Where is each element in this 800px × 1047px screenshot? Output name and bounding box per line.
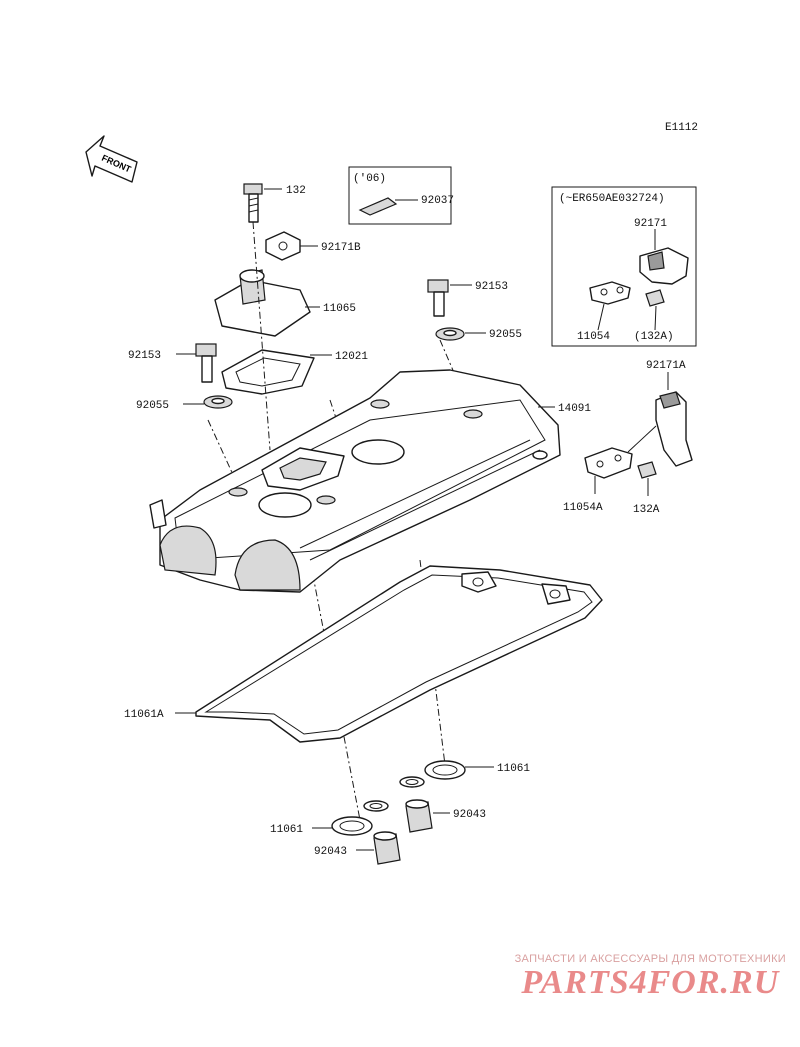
inset-06-title: ('06): [353, 173, 386, 185]
inset-er-title: (~ER650AE032724): [559, 193, 665, 205]
inset-er650ae: (~ER650AE032724) 92171 11054 (132A): [551, 186, 697, 347]
collar-92043-right: 92043: [405, 799, 486, 833]
bracket-92171b: 92171B: [265, 231, 361, 261]
breather-cover-11065: 11065: [214, 269, 356, 337]
label-92055-left: 92055: [136, 400, 169, 412]
label-11061-right: 11061: [497, 763, 530, 775]
label-11065: 11065: [323, 303, 356, 315]
bolt-92153-left: 92153: [128, 343, 217, 383]
label-92043-left: 92043: [314, 846, 347, 858]
label-14091: 14091: [558, 403, 591, 415]
label-92055-right: 92055: [489, 329, 522, 341]
gasket-11061a: 11061A: [124, 565, 603, 743]
label-92153-right: 92153: [475, 281, 508, 293]
label-92043-right: 92043: [453, 809, 486, 821]
watermark-tagline: ЗАПЧАСТИ И АКСЕССУАРЫ ДЛЯ МОТОТЕХНИКИ: [514, 953, 786, 965]
watermark-logo: ЗАПЧАСТИ И АКСЕССУАРЫ ДЛЯ МОТОТЕХНИКИ PA…: [515, 953, 786, 1001]
gasket-11061-left: 11061: [270, 800, 389, 836]
label-132a: 132A: [633, 504, 660, 516]
cylinder-head-cover-14091: 14091: [149, 369, 591, 593]
collar-92043-left: 92043: [314, 831, 401, 865]
inset-er-label-92171: 92171: [634, 218, 667, 230]
label-12021: 12021: [335, 351, 368, 363]
label-11061-left: 11061: [270, 824, 303, 836]
inset-er-label-11054: 11054: [577, 331, 610, 343]
inset-er-label-132a: (132A): [634, 331, 674, 343]
bolt-92153-right: 92153: [427, 279, 508, 317]
label-92171b: 92171B: [321, 242, 361, 254]
gasket-11061-right: 11061: [399, 760, 530, 788]
washer-92055-left: 92055: [136, 395, 233, 412]
front-arrow-icon: FRONT: [85, 135, 138, 183]
watermark-logo-text: PARTS4FOR.RU: [521, 964, 780, 1001]
label-92037: 92037: [421, 195, 454, 207]
label-132: 132: [286, 185, 306, 197]
inset-06: ('06) 92037: [348, 166, 454, 225]
label-11054a: 11054A: [563, 502, 603, 514]
label-92153-left: 92153: [128, 350, 161, 362]
bracket-92171a: 92171A: [646, 360, 693, 467]
label-11061a: 11061A: [124, 709, 164, 721]
clamp-11054a: 11054A: [563, 425, 657, 514]
bolt-132: 132: [243, 183, 306, 223]
diagram-code: E1112: [665, 122, 698, 134]
bolt-132a: 132A: [633, 461, 660, 516]
gasket-12021: 12021: [221, 349, 368, 395]
label-92171a: 92171A: [646, 360, 686, 372]
washer-92055-right: 92055: [435, 327, 522, 341]
